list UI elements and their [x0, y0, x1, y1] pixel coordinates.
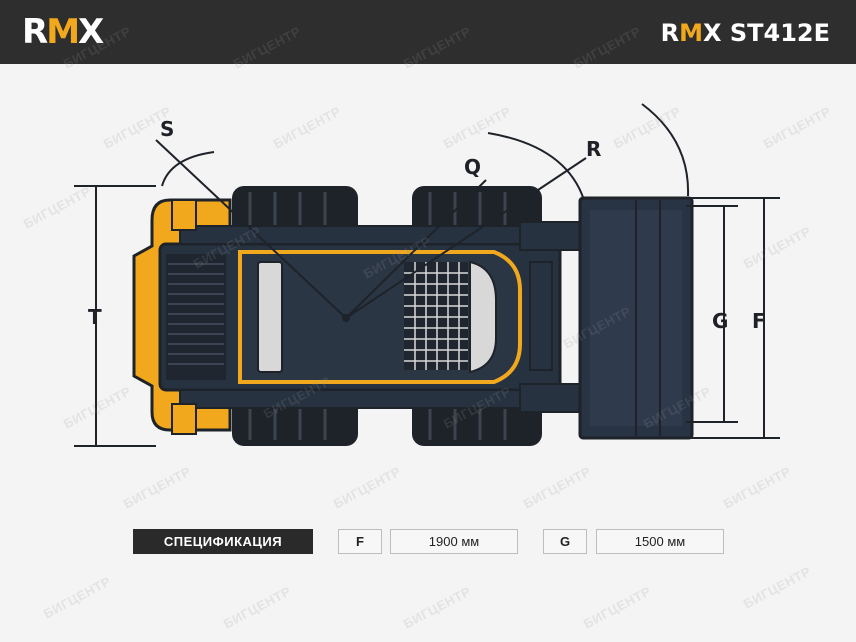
watermark: БИГЦЕНТР — [220, 583, 294, 632]
header-bar: RMX RMX ST412E — [0, 0, 856, 64]
watermark: БИГЦЕНТР — [580, 583, 654, 632]
model-title: RMX ST412E — [660, 19, 830, 47]
dimension-labels: S Q R T G F — [88, 117, 766, 333]
spec-value-f: 1900 мм — [390, 529, 518, 554]
skid-steer-top-view-diagram: S Q R T G F — [74, 103, 780, 447]
watermark: БИГЦЕНТР — [40, 573, 114, 622]
spec-title: СПЕЦИФИКАЦИЯ — [133, 529, 313, 554]
watermark: БИГЦЕНТР — [740, 563, 814, 612]
spec-value-g: 1500 мм — [596, 529, 724, 554]
spec-key-g: G — [543, 529, 587, 554]
label-t: T — [88, 305, 102, 329]
chassis — [132, 198, 562, 435]
label-r: R — [586, 137, 601, 161]
dimension-lines — [74, 103, 780, 447]
label-q: Q — [464, 155, 481, 179]
label-f: F — [752, 309, 766, 333]
loader-arms-and-bucket — [519, 196, 694, 440]
spec-key-f: F — [338, 529, 382, 554]
label-g: G — [712, 309, 728, 333]
label-s: S — [160, 117, 174, 141]
watermark: БИГЦЕНТР — [400, 583, 474, 632]
rmx-logo: RMX — [22, 12, 104, 52]
